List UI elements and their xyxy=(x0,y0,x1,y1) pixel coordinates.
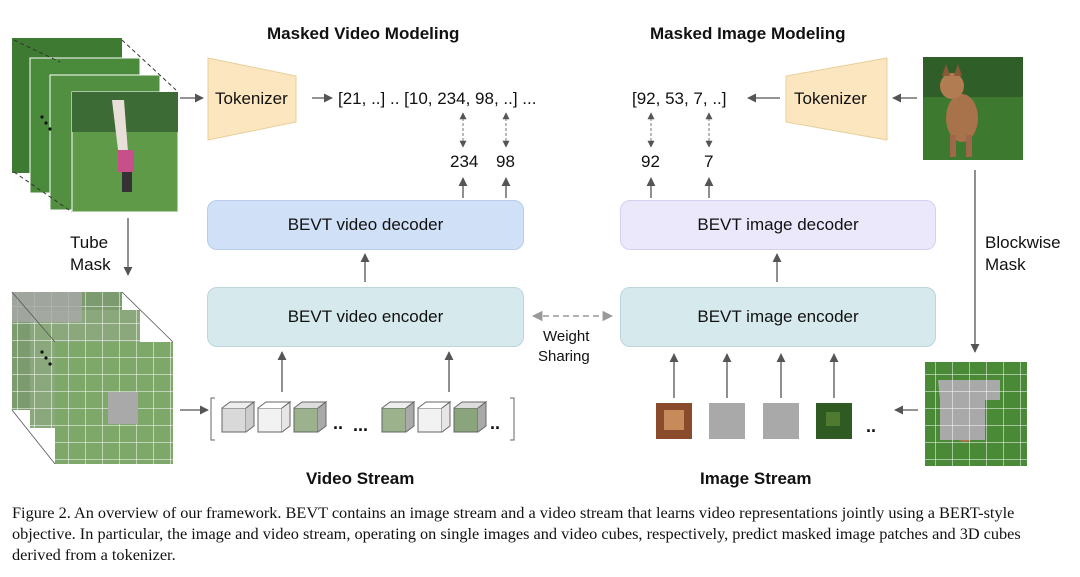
masked-cat-image xyxy=(925,362,1027,466)
weight-sharing-label-line1: Weight xyxy=(543,328,590,345)
image-target-7: 7 xyxy=(704,152,714,171)
video-cube-sequence xyxy=(210,397,515,441)
blockwise-mask-label-line1: Blockwise xyxy=(985,233,1061,252)
title-masked-image-modeling: Masked Image Modeling xyxy=(650,24,846,43)
image-encoder-box: BEVT image encoder xyxy=(620,287,936,347)
image-target-92: 92 xyxy=(641,152,660,171)
figure-caption: Figure 2. An overview of our framework. … xyxy=(12,503,1021,564)
title-image-stream: Image Stream xyxy=(700,469,812,488)
video-tokenizer-shape xyxy=(207,57,297,141)
video-sequence-ellipsis-1: .. xyxy=(333,413,344,433)
video-sequence-ellipsis-3: .. xyxy=(490,413,501,433)
video-sequence-ellipsis-2: ... xyxy=(353,415,369,435)
framework-diagram: Masked Video Modeling Masked Image Model… xyxy=(11,24,1061,488)
tube-mask-label-line1: Tube xyxy=(70,233,109,252)
blockwise-mask-label-line2: Mask xyxy=(985,255,1026,274)
image-token-sequence: [92, 53, 7, ..] xyxy=(632,89,727,108)
tube-mask-label-line2: Mask xyxy=(70,255,111,274)
video-decoder-label: BEVT video decoder xyxy=(287,215,444,234)
title-video-stream: Video Stream xyxy=(306,469,415,488)
video-target-98: 98 xyxy=(496,152,515,171)
diagram-graphics xyxy=(11,38,1027,466)
image-tokenizer-label: Tokenizer xyxy=(794,89,867,108)
image-encoder-label: BEVT image encoder xyxy=(697,307,859,326)
cat-image xyxy=(923,57,1023,160)
image-patch-sequence xyxy=(656,403,852,439)
image-decoder-box: BEVT image decoder xyxy=(620,200,936,250)
masked-video-frames-stack xyxy=(11,291,174,465)
video-tokenizer-label: Tokenizer xyxy=(215,89,288,108)
title-masked-video-modeling: Masked Video Modeling xyxy=(267,24,460,43)
video-target-234: 234 xyxy=(450,152,479,171)
video-decoder-box: BEVT video decoder xyxy=(207,200,524,250)
video-frames-stack xyxy=(12,38,179,213)
image-sequence-ellipsis: .. xyxy=(866,416,877,436)
weight-sharing-label-line2: Sharing xyxy=(538,348,590,365)
video-token-sequence: [21, ..] .. [10, 234, 98, ..] ... xyxy=(338,89,537,108)
image-tokenizer-shape xyxy=(785,57,888,141)
video-encoder-box: BEVT video encoder xyxy=(207,287,524,347)
image-decoder-label: BEVT image decoder xyxy=(697,215,859,234)
video-encoder-label: BEVT video encoder xyxy=(287,307,444,326)
